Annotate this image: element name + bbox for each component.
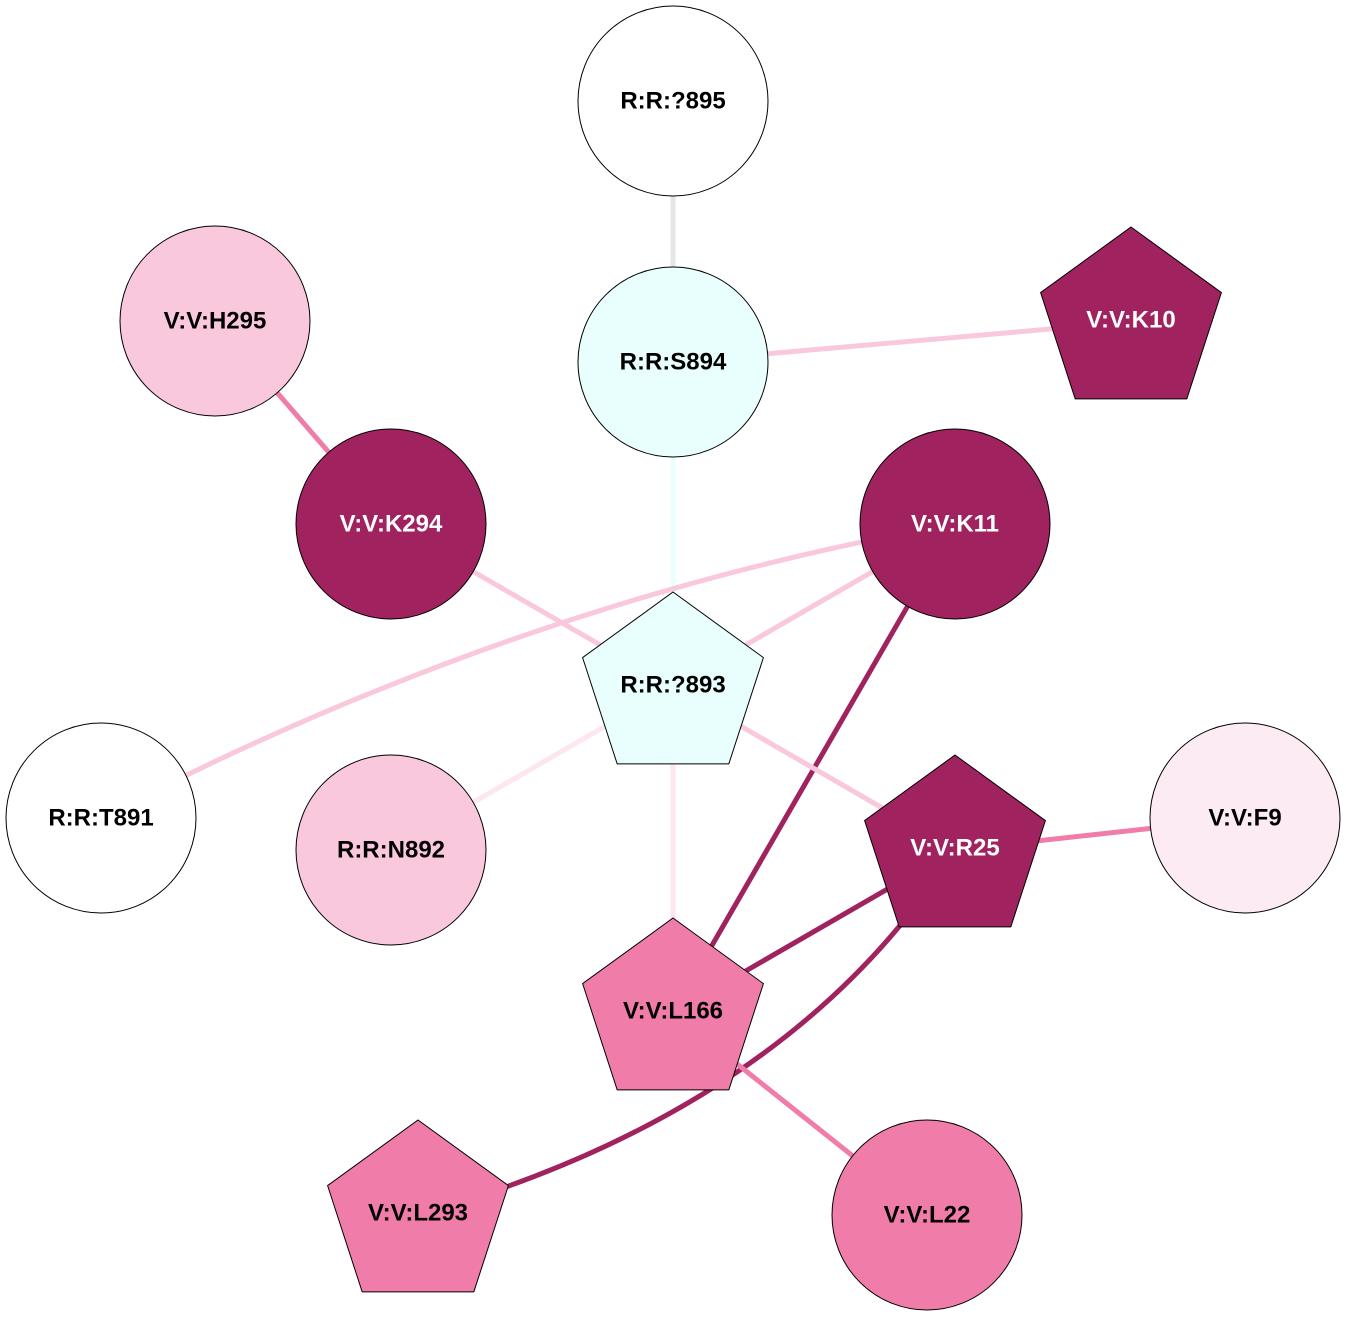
node-circle [5, 722, 197, 914]
node-label: V:V:F9 [1208, 805, 1281, 832]
node-circle [859, 428, 1051, 620]
node-label: V:V:K294 [340, 511, 443, 538]
node-label: R:R:S894 [620, 349, 727, 376]
node-circle [831, 1119, 1023, 1311]
node-circle [295, 428, 487, 620]
node-pentagon [1040, 226, 1222, 400]
node-v-v-l22[interactable]: V:V:L22 [831, 1119, 1023, 1311]
node-label: R:R:N892 [337, 837, 445, 864]
node-circle [295, 754, 487, 946]
node-circle [1149, 722, 1341, 914]
node-label: V:V:L166 [623, 998, 723, 1025]
node-label: V:V:H295 [164, 308, 267, 335]
node-label: V:V:K11 [911, 511, 999, 538]
node-r-r-t891[interactable]: R:R:T891 [5, 722, 197, 914]
node-label: V:V:K10 [1086, 307, 1175, 334]
node-v-v-h295[interactable]: V:V:H295 [119, 225, 311, 417]
node-v-v-k294[interactable]: V:V:K294 [295, 428, 487, 620]
node-pentagon [327, 1119, 509, 1293]
node-r-r-n892[interactable]: R:R:N892 [295, 754, 487, 946]
node-v-v-k11[interactable]: V:V:K11 [859, 428, 1051, 620]
node-pentagon [864, 754, 1046, 928]
node-r-r-s894[interactable]: R:R:S894 [577, 266, 769, 458]
node-v-v-l293[interactable]: V:V:L293 [327, 1119, 509, 1293]
node-label: V:V:L22 [884, 1202, 971, 1229]
node-label: V:V:L293 [368, 1200, 468, 1227]
node-circle [119, 225, 311, 417]
node-pentagon [582, 591, 764, 765]
edge-v-v-k11-r-r-t891 [99, 521, 956, 821]
node-label: V:V:R25 [910, 835, 999, 862]
node-v-v-f9[interactable]: V:V:F9 [1149, 722, 1341, 914]
node-circle [577, 5, 769, 197]
node-v-v-k10[interactable]: V:V:K10 [1040, 226, 1222, 400]
node-r-r-895[interactable]: R:R:?895 [577, 5, 769, 197]
node-v-v-r25[interactable]: V:V:R25 [864, 754, 1046, 928]
node-label: R:R:?893 [620, 672, 725, 699]
node-label: R:R:T891 [48, 805, 153, 832]
node-circle [577, 266, 769, 458]
node-pentagon [582, 917, 764, 1091]
node-label: R:R:?895 [620, 88, 725, 115]
node-v-v-l166[interactable]: V:V:L166 [582, 917, 764, 1091]
node-r-r-893[interactable]: R:R:?893 [582, 591, 764, 765]
